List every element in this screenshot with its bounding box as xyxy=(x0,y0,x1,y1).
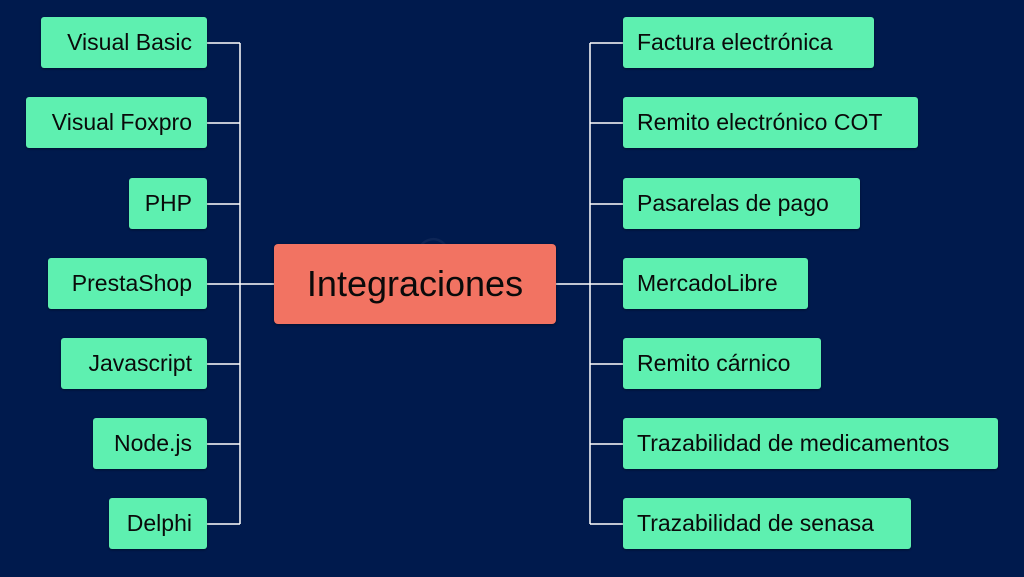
left-node-visual-basic: Visual Basic xyxy=(41,17,207,68)
right-node-factura-electronica: Factura electrónica xyxy=(623,17,874,68)
left-node-php: PHP xyxy=(129,178,207,229)
right-node-trazabilidad-de-medicamentos: Trazabilidad de medicamentos xyxy=(623,418,998,469)
left-node-nodejs: Node.js xyxy=(93,418,207,469)
right-node-remito-electronico-cot: Remito electrónico COT xyxy=(623,97,918,148)
right-node-remito-carnico: Remito cárnico xyxy=(623,338,821,389)
right-node-trazabilidad-de-senasa: Trazabilidad de senasa xyxy=(623,498,911,549)
right-node-pasarelas-de-pago: Pasarelas de pago xyxy=(623,178,860,229)
right-node-mercadolibre: MercadoLibre xyxy=(623,258,808,309)
left-node-prestashop: PrestaShop xyxy=(48,258,207,309)
center-node-integraciones: Integraciones xyxy=(274,244,556,324)
left-node-visual-foxpro: Visual Foxpro xyxy=(26,97,207,148)
left-node-javascript: Javascript xyxy=(61,338,207,389)
left-node-delphi: Delphi xyxy=(109,498,207,549)
